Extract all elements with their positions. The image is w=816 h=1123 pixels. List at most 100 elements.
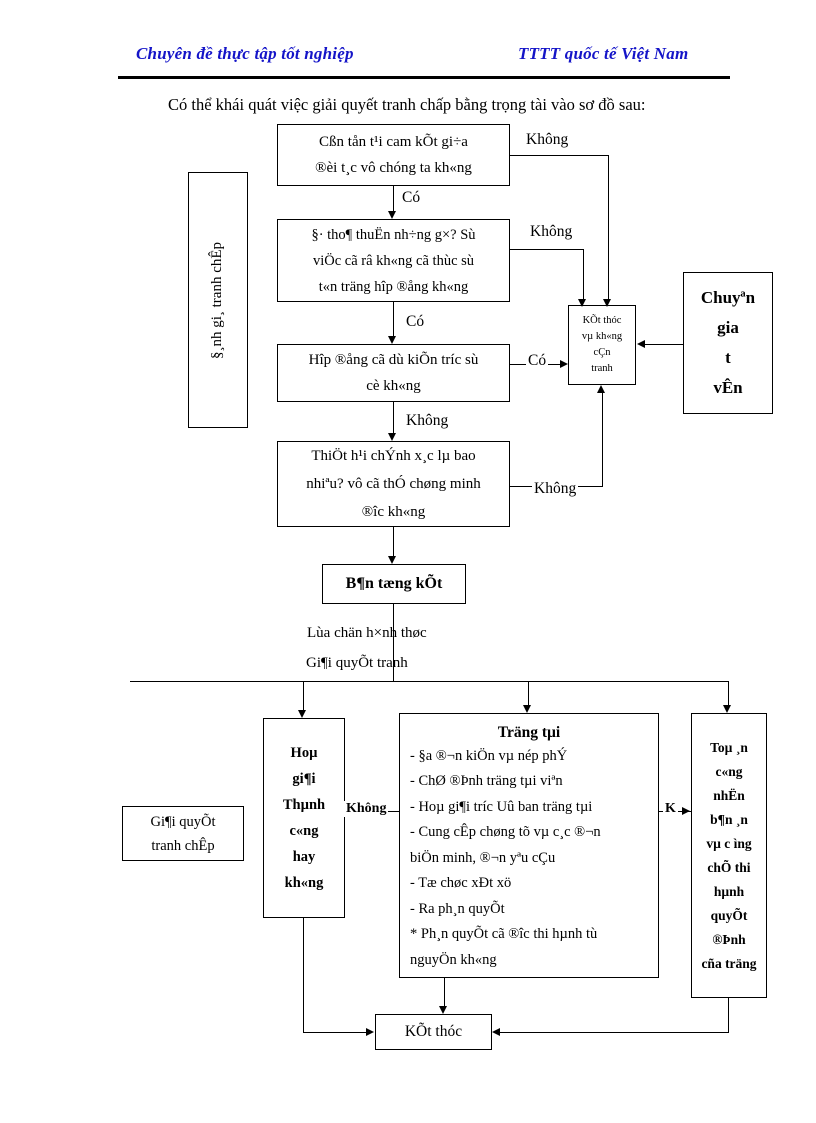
node-damage-assessment: ThiÖt h¹i chÝnh x¸c lµ bao nhiªu? vô cã …	[277, 441, 510, 527]
node-end-no-dispute-line-2: vµ kh«ng	[581, 331, 623, 342]
arrowhead-agreement-no	[578, 299, 586, 307]
edge-label-co-2: Có	[404, 313, 427, 331]
edge-label-co-1: Có	[400, 189, 423, 207]
edge-label-khong-5: Không	[344, 801, 389, 817]
node-court-line-3: nhËn	[713, 787, 745, 803]
header-right-title: TTTT quốc tế Việt Nam	[518, 44, 689, 63]
node-commitment-line-1: Cßn tån t¹i cam kÕt gi÷a	[319, 134, 468, 150]
node-agreement-line-3: t«n träng hîp ®ång kh«ng	[318, 278, 469, 295]
edge-label-k-short: K	[663, 801, 678, 817]
node-contract-line-2: cè kh«ng	[366, 378, 421, 394]
node-end-no-dispute-line-3: cÇn	[593, 347, 611, 358]
edge-label-khong-4: Không	[532, 480, 579, 498]
arrowhead-contract-yes	[560, 360, 568, 368]
edge-contract-to-damage	[393, 402, 394, 433]
node-mediation-line-2: gi¶i	[292, 771, 316, 787]
node-court-line-9: ®Þnh	[712, 931, 746, 947]
edge-agreement-to-contract	[393, 302, 394, 336]
edge-damage-no-v	[602, 392, 603, 487]
node-contract-line-1: Hîp ®ång cã dù kiÕn tríc sù	[308, 352, 479, 368]
node-dispute-resolution-line-1: Gi¶i quyÕt	[150, 813, 216, 830]
edge-court-to-end-h	[500, 1032, 729, 1033]
edge-court-to-end-v	[728, 998, 729, 1032]
edge-commitment-no-v	[608, 155, 609, 301]
node-damage-line-1: ThiÖt h¹i chÝnh x¸c lµ bao	[311, 448, 476, 464]
arbitration-step-9: nguyÖn kh«ng	[410, 951, 497, 968]
arbitration-step-8: * Ph¸n quyÕt cã ®îc thi hµnh tù	[410, 926, 598, 943]
node-dispute-resolution: Gi¶i quyÕt tranh chÊp	[122, 806, 244, 861]
node-court-line-10: cña träng	[701, 955, 757, 971]
node-mediation-line-3: Thµnh	[282, 797, 326, 813]
node-court-line-6: chÕ thi	[707, 859, 751, 875]
node-arbitration-title: Träng tµi	[497, 723, 561, 741]
arrowhead-mediation-to-end	[366, 1028, 374, 1036]
arrowhead-commitment-to-agreement	[388, 211, 396, 219]
arbitration-step-1: - §a ®¬n kiÖn vµ nép phÝ	[410, 747, 568, 764]
node-arbitration: Träng tµi - §a ®¬n kiÖn vµ nép phÝ - ChØ…	[399, 713, 659, 978]
edge-label-choice-line-2: Gi¶i quyÕt tranh	[306, 655, 408, 671]
arbitration-step-3: - Hoµ gi¶i tríc Uû ban träng tµi	[410, 798, 593, 815]
arrowhead-expert-to-end	[637, 340, 645, 348]
node-expert-line-4: vÊn	[713, 378, 743, 397]
edge-label-khong-1: Không	[524, 131, 571, 149]
arrowhead-arbitration-to-end	[439, 1006, 447, 1014]
edge-damage-to-summary	[393, 527, 394, 556]
edge-arbitration-to-end	[444, 978, 445, 1007]
node-end-no-dispute-line-1: KÕt thóc	[582, 315, 622, 326]
node-end-no-dispute: KÕt thóc vµ kh«ng cÇn tranh	[568, 305, 636, 385]
node-end-label: KÕt thóc	[404, 1023, 463, 1040]
arrowhead-bus-to-mediation	[298, 710, 306, 718]
arbitration-step-7: - Ra ph¸n quyÕt	[410, 900, 505, 917]
edge-label-choice-line-1: Lùa chän h×nh thøc	[307, 625, 427, 641]
node-arbitration-steps: - §a ®¬n kiÖn vµ nép phÝ - ChØ ®Þnh trän…	[400, 744, 658, 974]
arrowhead-contract-to-damage	[388, 433, 396, 441]
node-dispute-resolution-line-2: tranh chÊp	[151, 837, 215, 854]
node-court-line-2: c«ng	[715, 763, 743, 779]
node-court-line-1: Toµ ¸n	[710, 739, 748, 755]
edge-bus-to-arbitration	[528, 681, 529, 705]
node-expert-line-1: Chuyªn	[700, 288, 756, 307]
node-court-line-4: b¶n ¸n	[710, 811, 748, 827]
node-mediation: Hoµ gi¶i Thµnh c«ng hay kh«ng	[263, 718, 345, 918]
node-contract: Hîp ®ång cã dù kiÕn tríc sù cè kh«ng	[277, 344, 510, 402]
edge-label-khong-2: Không	[528, 223, 575, 241]
arbitration-step-6: - Tæ chøc xÐt xö	[410, 875, 512, 892]
header-left-title: Chuyên đề thực tập tốt nghiệp	[136, 44, 354, 63]
node-summary-report: B¶n tæng kÕt	[322, 564, 466, 604]
arbitration-step-5: biÖn minh, ®¬n yªu cÇu	[410, 849, 556, 866]
node-damage-line-2: nhiªu? vô cã thÓ chøng minh	[306, 476, 481, 492]
arrowhead-damage-no	[597, 385, 605, 393]
edge-summary-to-bus	[393, 604, 394, 681]
arrowhead-agreement-to-contract	[388, 336, 396, 344]
edge-commitment-to-agreement	[393, 186, 394, 211]
node-expert-line-3: t	[725, 348, 731, 367]
edge-agreement-no-v	[583, 249, 584, 301]
node-court-enforcement: Toµ ¸n c«ng nhËn b¶n ¸n vµ c ìng chÕ thi…	[691, 713, 767, 998]
arrowhead-arbitration-to-court	[682, 807, 690, 815]
node-mediation-line-5: hay	[292, 849, 316, 865]
node-commitment-line-2: ®èi t¸c vô chóng ta kh«ng	[315, 160, 472, 176]
node-agreement: §· tho¶ thuËn nh÷ng g×? Sù viÖc cã râ kh…	[277, 219, 510, 302]
distribution-bus	[130, 681, 729, 682]
arrowhead-bus-to-court	[723, 705, 731, 713]
edge-agreement-no-h	[510, 249, 584, 250]
arrowhead-court-to-end	[492, 1028, 500, 1036]
node-court-line-8: quyÕt	[710, 907, 748, 923]
intro-text: Có thể khái quát việc giải quyết tranh c…	[168, 95, 646, 114]
node-summary-report-label: B¶n tæng kÕt	[345, 575, 443, 592]
arbitration-step-2: - ChØ ®Þnh träng tµi viªn	[410, 773, 563, 790]
node-dispute-evaluation: §¸nh gi¸ tranh chÊp	[188, 172, 248, 428]
node-agreement-line-2: viÖc cã râ kh«ng cã thùc sù	[312, 252, 475, 269]
edge-label-khong-3: Không	[404, 412, 451, 430]
node-dispute-evaluation-label: §¸nh gi¸ tranh chÊp	[209, 241, 226, 359]
arrowhead-damage-to-summary	[388, 556, 396, 564]
node-court-line-5: vµ c ìng	[706, 835, 752, 851]
header-divider	[118, 76, 730, 79]
page-header: Chuyên đề thực tập tốt nghiệp TTTT quốc …	[118, 44, 730, 78]
arbitration-step-4: - Cung cÊp chøng tõ vµ c¸c ®¬n	[410, 824, 601, 841]
edge-commitment-no-h	[510, 155, 609, 156]
edge-mediation-to-end-v	[303, 918, 304, 1032]
node-agreement-line-1: §· tho¶ thuËn nh÷ng g×? Sù	[311, 226, 476, 243]
node-expert-consultant: Chuyªn gia t vÊn	[683, 272, 773, 414]
